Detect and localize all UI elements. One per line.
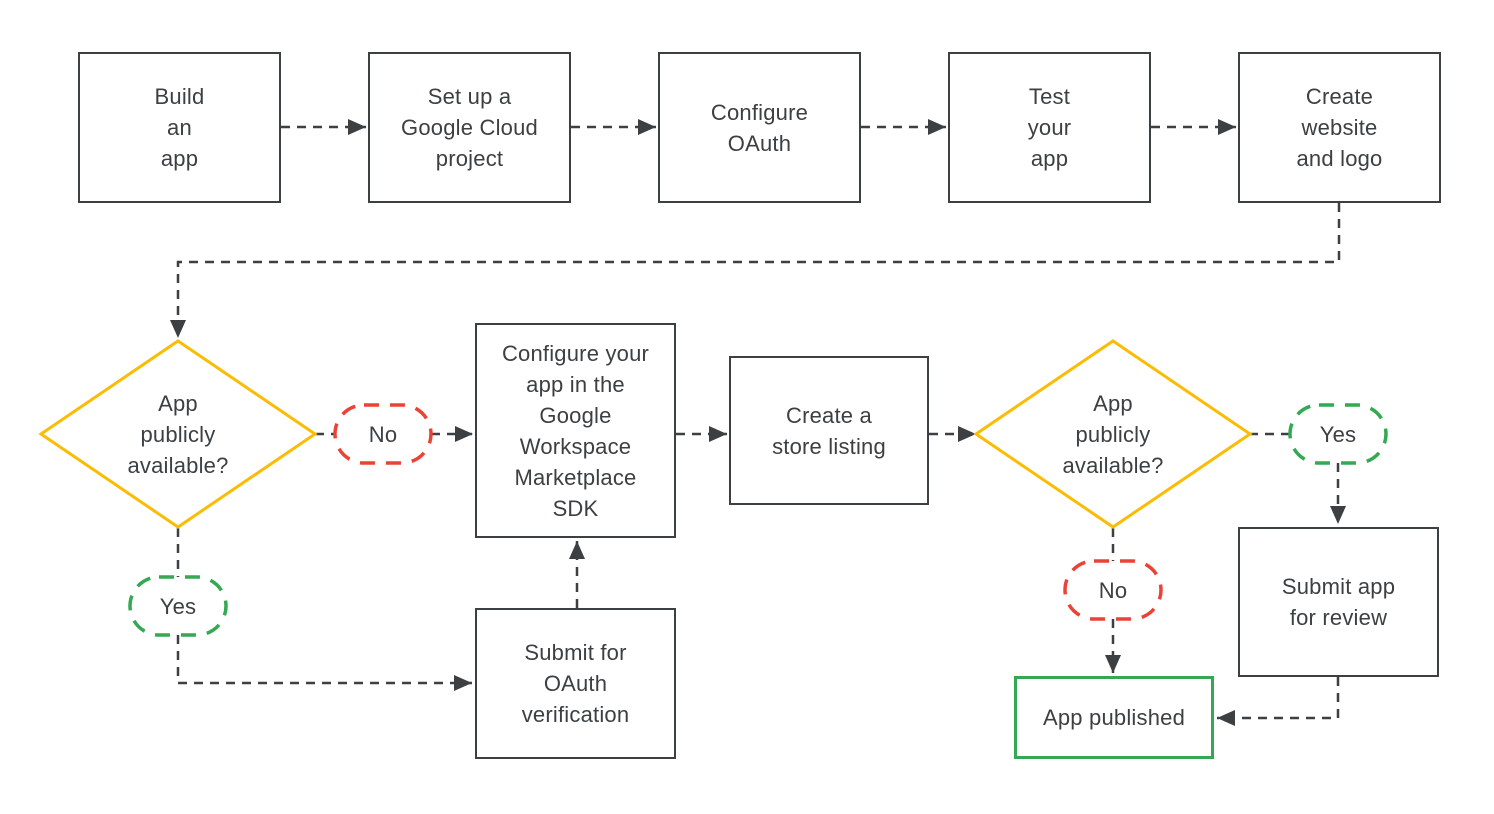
step-submit-oauth-label: Submit for OAuth verification [521, 640, 630, 727]
step-configure-sdk-label: Configure your app in the Google Workspa… [501, 340, 650, 521]
connector-website-to-decision1 [170, 203, 1341, 338]
connector-yes-to-submit-oauth [176, 635, 472, 691]
connector-review-to-published [1217, 677, 1340, 726]
step-store-listing-label: Create a store listing [772, 402, 886, 459]
step-submit-review-label: Submit app for review [1281, 574, 1396, 630]
step-build-app: Build an app [78, 52, 281, 203]
step-create-website: Create website and logo [1238, 52, 1441, 203]
decision-diamond-1 [38, 339, 318, 529]
step-configure-oauth: Configure OAuth [658, 52, 861, 203]
step-create-website-label: Create website and logo [1296, 84, 1383, 171]
yes-badge-2 [1288, 403, 1388, 465]
step-build-app-label: Build an app [154, 84, 205, 171]
yes-badge-1 [128, 575, 228, 637]
step-submit-oauth: Submit for OAuth verification [475, 608, 676, 759]
step-test-app-label: Test your app [1027, 84, 1072, 171]
step-test-app: Test your app [948, 52, 1151, 203]
decision-diamond-2 [973, 339, 1253, 529]
step-submit-review: Submit app for review [1238, 527, 1439, 677]
step-setup-project-label: Set up a Google Cloud project [401, 84, 538, 171]
step-app-published: App published [1014, 676, 1214, 759]
step-store-listing: Create a store listing [729, 356, 929, 505]
step-configure-oauth-label: Configure OAuth [710, 99, 809, 156]
no-badge-2 [1063, 559, 1163, 621]
no-badge-1 [333, 403, 433, 465]
step-configure-sdk: Configure your app in the Google Workspa… [475, 323, 676, 538]
step-app-published-label: App published [1042, 705, 1186, 730]
step-setup-project: Set up a Google Cloud project [368, 52, 571, 203]
